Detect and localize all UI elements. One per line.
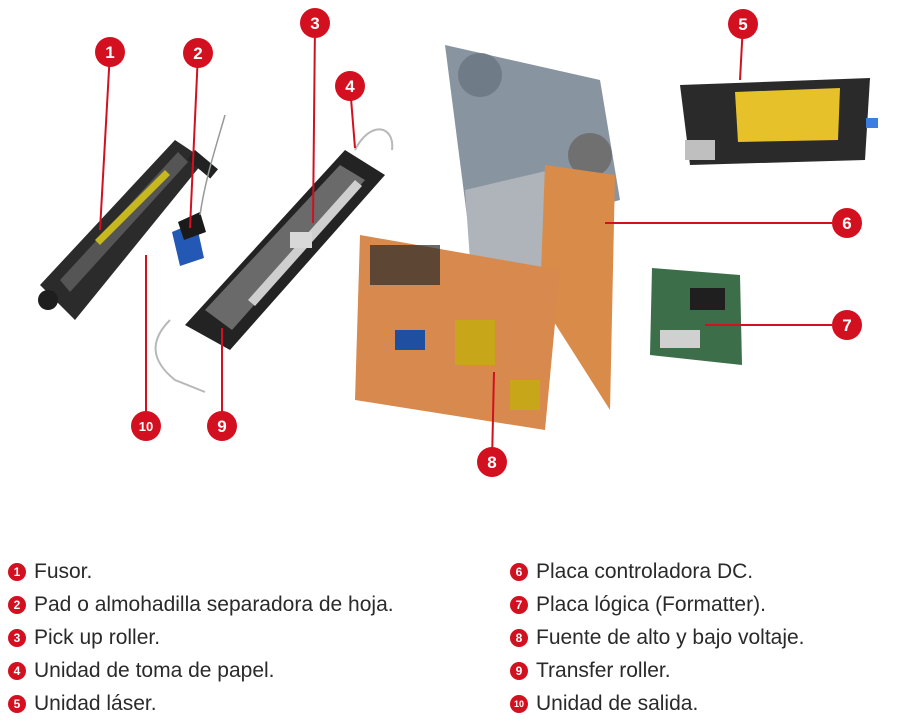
legend-item: 4 Unidad de toma de papel. — [8, 654, 394, 687]
callout-badge-2: 2 — [183, 38, 213, 68]
legend-label: Pick up roller. — [34, 625, 161, 649]
printer-parts-figure: 1 2 3 4 5 6 7 8 9 10 — [38, 8, 878, 477]
leader-line-2 — [189, 52, 199, 229]
legend-label: Unidad láser. — [34, 691, 157, 715]
separation-pad-image — [172, 114, 226, 266]
svg-text:4: 4 — [345, 77, 355, 96]
legend-label: Unidad de toma de papel. — [34, 658, 275, 682]
legend-item: 3 Pick up roller. — [8, 621, 394, 654]
callout-badge-6: 6 — [832, 208, 862, 238]
callout-badge-10: 10 — [131, 411, 161, 441]
callout-badge-3: 3 — [300, 8, 330, 38]
parts-legend: 1 Fusor. 2 Pad o almohadilla separadora de… — [0, 555, 901, 728]
leader-line-3 — [312, 22, 316, 224]
svg-text:1: 1 — [105, 43, 114, 62]
legend-label: Placa lógica (Formatter). — [536, 592, 766, 616]
callout-badge-9: 9 — [207, 411, 237, 441]
callout-badge-7: 7 — [832, 310, 862, 340]
callout-badge-4: 4 — [335, 71, 365, 101]
legend-number: 9 — [510, 661, 528, 680]
callout-badge-1: 1 — [95, 37, 125, 67]
legend-item: 1 Fusor. — [8, 555, 394, 588]
legend-number: 1 — [8, 562, 26, 581]
svg-text:8: 8 — [487, 453, 496, 472]
legend-number: 4 — [8, 661, 26, 680]
svg-text:6: 6 — [842, 214, 851, 233]
leader-line-1 — [99, 51, 111, 231]
svg-text:2: 2 — [193, 44, 202, 63]
legend-item: 8 Fuente de alto y bajo voltaje. — [510, 621, 805, 654]
paper-pickup-unit-image — [154, 128, 394, 393]
legend-label: Fusor. — [34, 559, 93, 583]
legend-number: 7 — [510, 595, 528, 614]
legend-label: Pad o almohadilla separadora de hoja. — [34, 592, 394, 616]
legend-item: 10 Unidad de salida. — [510, 687, 805, 720]
svg-text:3: 3 — [310, 14, 319, 33]
callout-badge-8: 8 — [477, 447, 507, 477]
formatter-board-image — [650, 268, 742, 365]
legend-column-left: 1 Fusor. 2 Pad o almohadilla separadora de… — [8, 555, 394, 720]
legend-item: 6 Placa controladora DC. — [510, 555, 805, 588]
svg-text:5: 5 — [738, 15, 747, 34]
legend-label: Fuente de alto y bajo voltaje. — [536, 625, 805, 649]
printer-chassis-image — [355, 45, 620, 430]
legend-number: 5 — [8, 694, 26, 713]
legend-label: Placa controladora DC. — [536, 559, 754, 583]
leader-line-8 — [491, 371, 495, 463]
callout-badge-5: 5 — [728, 9, 758, 39]
legend-label: Unidad de salida. — [536, 691, 699, 715]
legend-number: 2 — [8, 595, 26, 614]
legend-item: 2 Pad o almohadilla separadora de hoja. — [8, 588, 394, 621]
svg-text:10: 10 — [139, 419, 153, 434]
laser-unit-image — [680, 78, 878, 165]
legend-label: Transfer roller. — [536, 658, 671, 682]
legend-item: 9 Transfer roller. — [510, 654, 805, 687]
svg-text:7: 7 — [842, 316, 851, 335]
svg-text:9: 9 — [217, 417, 226, 436]
legend-number: 8 — [510, 628, 528, 647]
legend-item: 7 Placa lógica (Formatter). — [510, 588, 805, 621]
legend-column-right: 6 Placa controladora DC. 7 Placa lógica (F… — [510, 555, 805, 720]
legend-item: 5 Unidad láser. — [8, 687, 394, 720]
legend-number: 10 — [510, 694, 528, 713]
legend-number: 3 — [8, 628, 26, 647]
fuser-unit-image — [38, 140, 218, 320]
legend-number: 6 — [510, 562, 528, 581]
